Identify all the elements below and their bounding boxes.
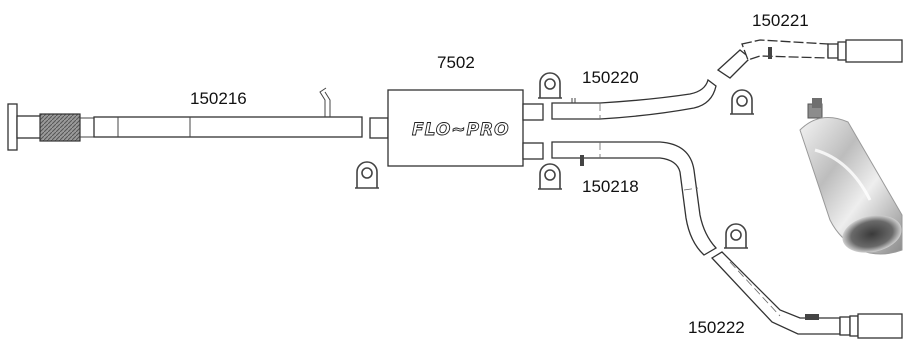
exhaust-tip-photo: [799, 98, 903, 255]
upper-pipe: [551, 78, 717, 120]
muffler: [369, 89, 544, 167]
clamp-icon: [538, 163, 562, 190]
flex-coupler: [39, 113, 81, 142]
lower-pipe: [551, 141, 718, 256]
front-pipe: [7, 87, 363, 151]
label-7502: 7502: [437, 53, 475, 72]
muffler-logo: FLO~PRO: [412, 120, 510, 140]
clamp-icon: [724, 223, 748, 249]
clamp-icon: [538, 72, 562, 99]
clamp-icon: [355, 161, 379, 189]
upper-tip: [716, 39, 903, 79]
label-150220: 150220: [582, 68, 639, 87]
label-150222: 150222: [688, 318, 745, 337]
label-150216: 150216: [190, 89, 247, 108]
label-150218: 150218: [582, 177, 639, 196]
lower-tip: [710, 251, 903, 339]
tip-clamp: [768, 47, 772, 59]
clamp-icon: [730, 89, 754, 115]
hanger-rod: [319, 87, 327, 117]
label-150221: 150221: [752, 11, 809, 30]
